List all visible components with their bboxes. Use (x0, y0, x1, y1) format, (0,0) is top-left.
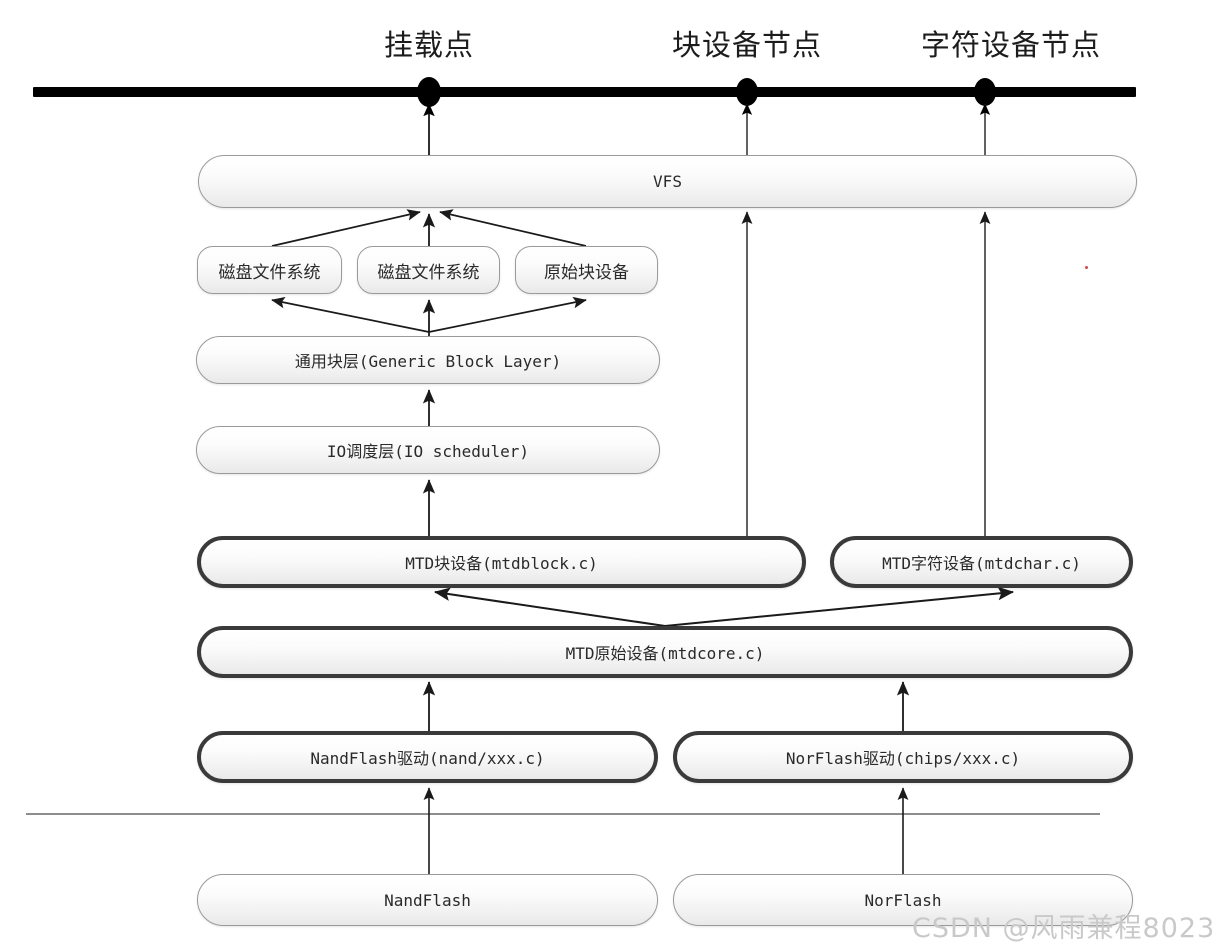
box-mtd-block-device-label: MTD块设备(mtdblock.c) (405, 554, 598, 573)
label-block-device-node: 块设备节点 (671, 28, 822, 62)
box-nandflash-driver[interactable]: NandFlash驱动(nand/xxx.c) (197, 731, 658, 783)
box-mtd-block-device[interactable]: MTD块设备(mtdblock.c) (197, 536, 806, 588)
hardware-boundary-line (26, 813, 1100, 815)
box-disk-fs-2[interactable]: 磁盘文件系统 (357, 246, 500, 294)
box-vfs-label: VFS (653, 172, 682, 191)
label-mount-point: 挂载点 (383, 28, 474, 62)
box-raw-block-device-label: 原始块设备 (544, 262, 629, 283)
box-mtd-core-device-label: MTD原始设备(mtdcore.c) (565, 644, 765, 663)
dot-block-node (736, 78, 758, 106)
box-io-scheduler[interactable]: IO调度层(IO scheduler) (196, 426, 660, 474)
box-mtd-char-device[interactable]: MTD字符设备(mtdchar.c) (830, 536, 1133, 588)
csdn-watermark: CSDN @风雨兼程8023 (912, 913, 1216, 944)
box-nandflash[interactable]: NandFlash (197, 874, 658, 926)
box-generic-block-layer[interactable]: 通用块层(Generic Block Layer) (196, 336, 660, 384)
box-generic-block-layer-label: 通用块层(Generic Block Layer) (294, 352, 562, 371)
box-raw-block-device[interactable]: 原始块设备 (515, 246, 658, 294)
dot-mount-point (417, 77, 441, 107)
box-norflash-label: NorFlash (864, 890, 942, 910)
dot-char-node (974, 78, 996, 106)
box-disk-fs-2-label: 磁盘文件系统 (377, 262, 480, 283)
stray-red-dot (1085, 266, 1088, 269)
label-char-device-node: 字符设备节点 (920, 28, 1101, 62)
box-norflash-driver[interactable]: NorFlash驱动(chips/xxx.c) (673, 731, 1133, 783)
box-mtd-char-device-label: MTD字符设备(mtdchar.c) (882, 554, 1081, 573)
box-mtd-core-device[interactable]: MTD原始设备(mtdcore.c) (197, 626, 1133, 678)
box-disk-fs-1-label: 磁盘文件系统 (218, 262, 321, 283)
box-nandflash-driver-label: NandFlash驱动(nand/xxx.c) (310, 749, 545, 768)
box-vfs[interactable]: VFS (198, 155, 1137, 208)
box-norflash-driver-label: NorFlash驱动(chips/xxx.c) (785, 749, 1021, 768)
box-norflash[interactable]: NorFlash (673, 874, 1133, 926)
box-disk-fs-1[interactable]: 磁盘文件系统 (197, 246, 342, 294)
box-io-scheduler-label: IO调度层(IO scheduler) (326, 442, 530, 461)
user-kernel-boundary-bar (33, 87, 1136, 97)
box-nandflash-label: NandFlash (384, 890, 471, 910)
